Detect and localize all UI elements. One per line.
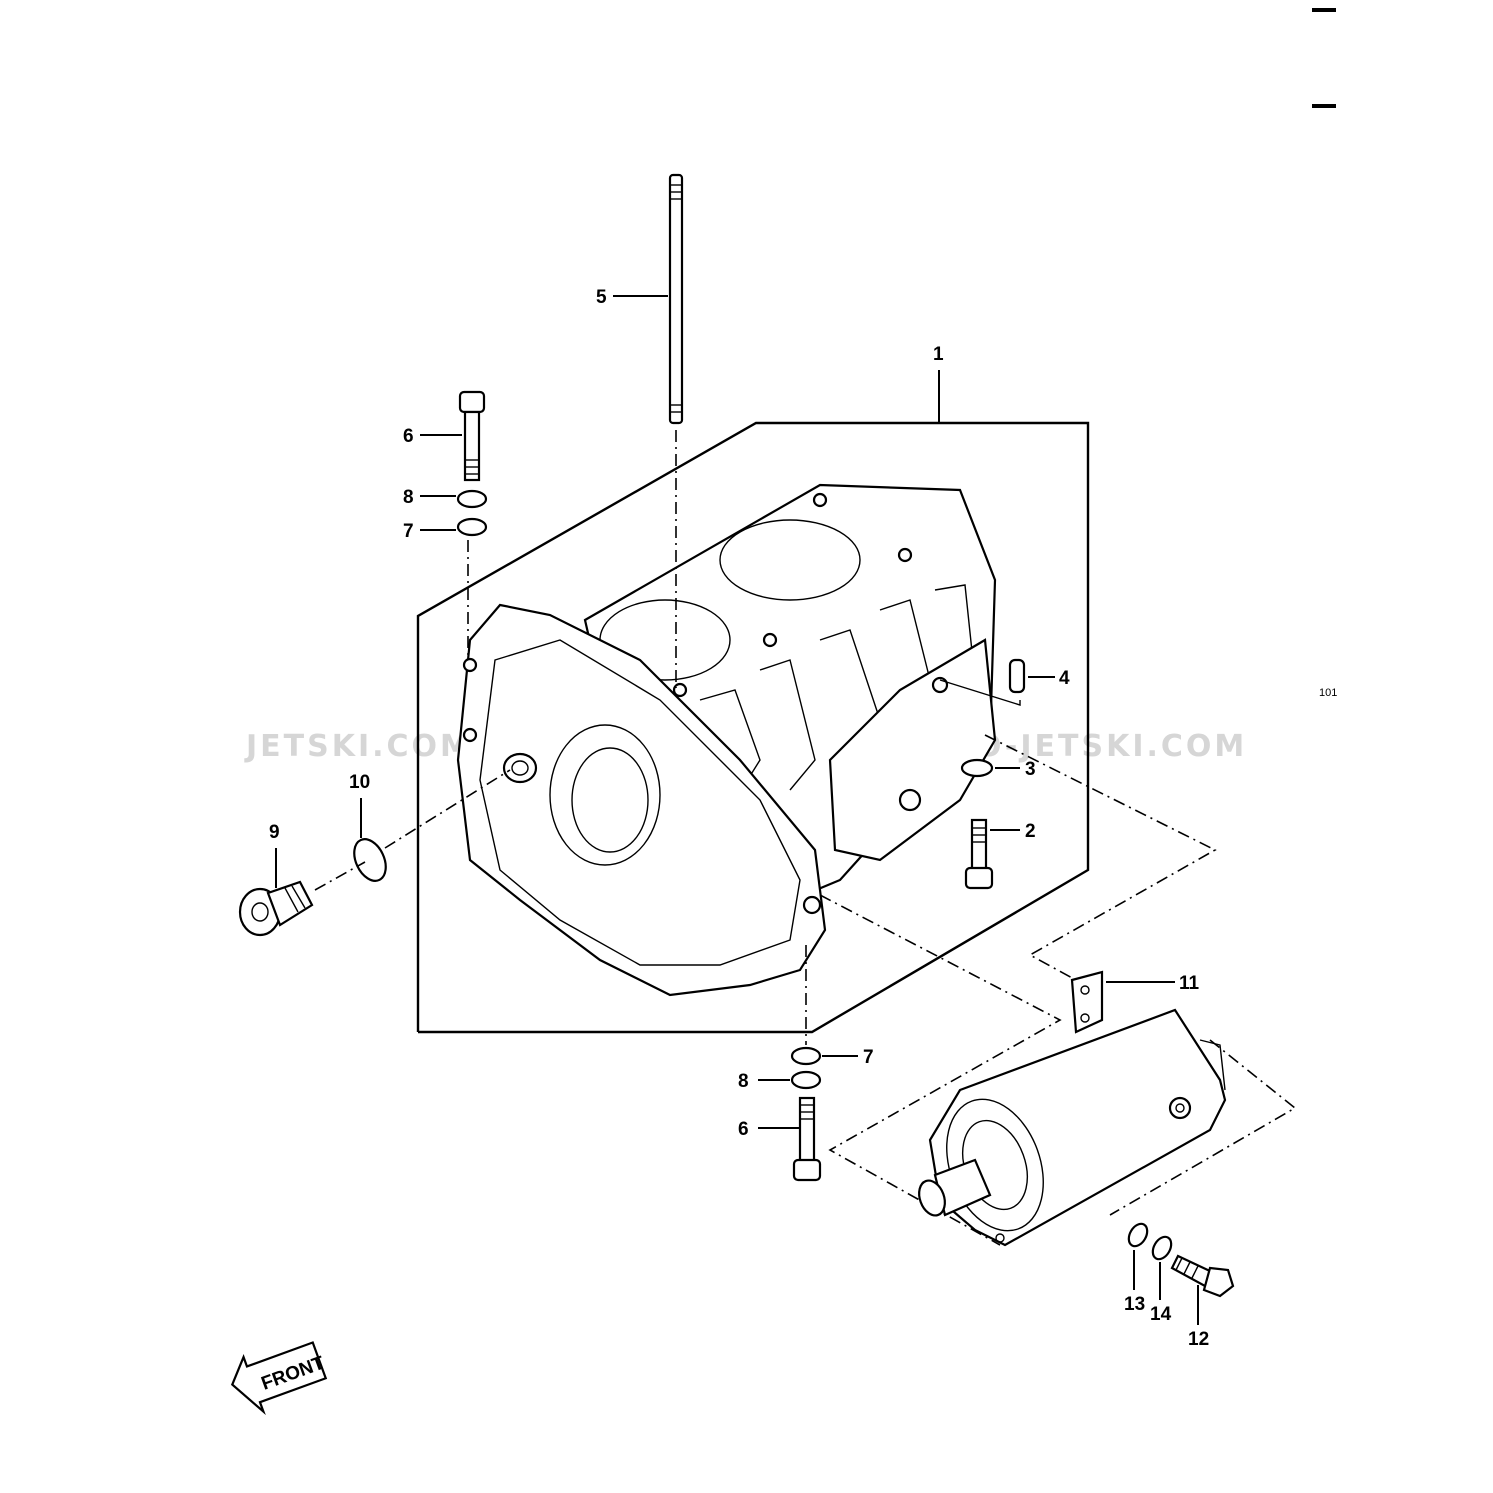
callout-11: 11	[1179, 973, 1200, 994]
stud-long	[613, 173, 684, 688]
lock-washer-14	[1151, 1235, 1173, 1300]
washer-bottom	[790, 945, 858, 1066]
registration-mark-top	[1312, 8, 1336, 12]
starter-leaders	[819, 734, 1297, 1246]
dowel-pin	[939, 658, 1055, 706]
crankcase	[456, 483, 997, 997]
page-number: 101	[1319, 687, 1337, 699]
callout-14: 14	[1150, 1304, 1172, 1325]
starter-motor	[918, 1008, 1227, 1247]
callout-8-bottom: 8	[738, 1071, 749, 1092]
washer-top	[420, 517, 488, 660]
lock-washer-top	[420, 489, 488, 509]
callout-13: 13	[1124, 1294, 1145, 1315]
callout-2: 2	[1025, 821, 1036, 842]
starter-bracket	[1070, 970, 1175, 1034]
callout-9: 9	[269, 822, 280, 843]
lock-washer-bottom	[758, 1070, 822, 1090]
callout-8-top: 8	[403, 487, 414, 508]
washer-right	[960, 758, 1020, 778]
callout-7-bottom: 7	[863, 1047, 874, 1068]
bolt-right	[964, 818, 1020, 890]
callout-7-top: 7	[403, 521, 414, 542]
registration-mark-mid	[1312, 104, 1336, 108]
washer-13	[1127, 1222, 1149, 1290]
callout-10: 10	[349, 772, 370, 793]
o-ring	[353, 769, 511, 882]
bolt-bottom	[758, 1096, 822, 1182]
bolt-12	[1170, 1254, 1235, 1325]
bolt-top	[420, 390, 486, 482]
callout-12: 12	[1188, 1329, 1209, 1350]
callout-6-top: 6	[403, 426, 414, 447]
crankcase-frame	[416, 370, 1090, 1034]
callout-3: 3	[1025, 759, 1036, 780]
callout-4: 4	[1059, 668, 1070, 689]
callout-1: 1	[933, 344, 944, 365]
callout-5: 5	[596, 287, 607, 308]
front-direction-arrow: FRONT	[230, 1341, 328, 1416]
callout-6-bottom: 6	[738, 1119, 749, 1140]
drain-plug	[238, 848, 366, 937]
